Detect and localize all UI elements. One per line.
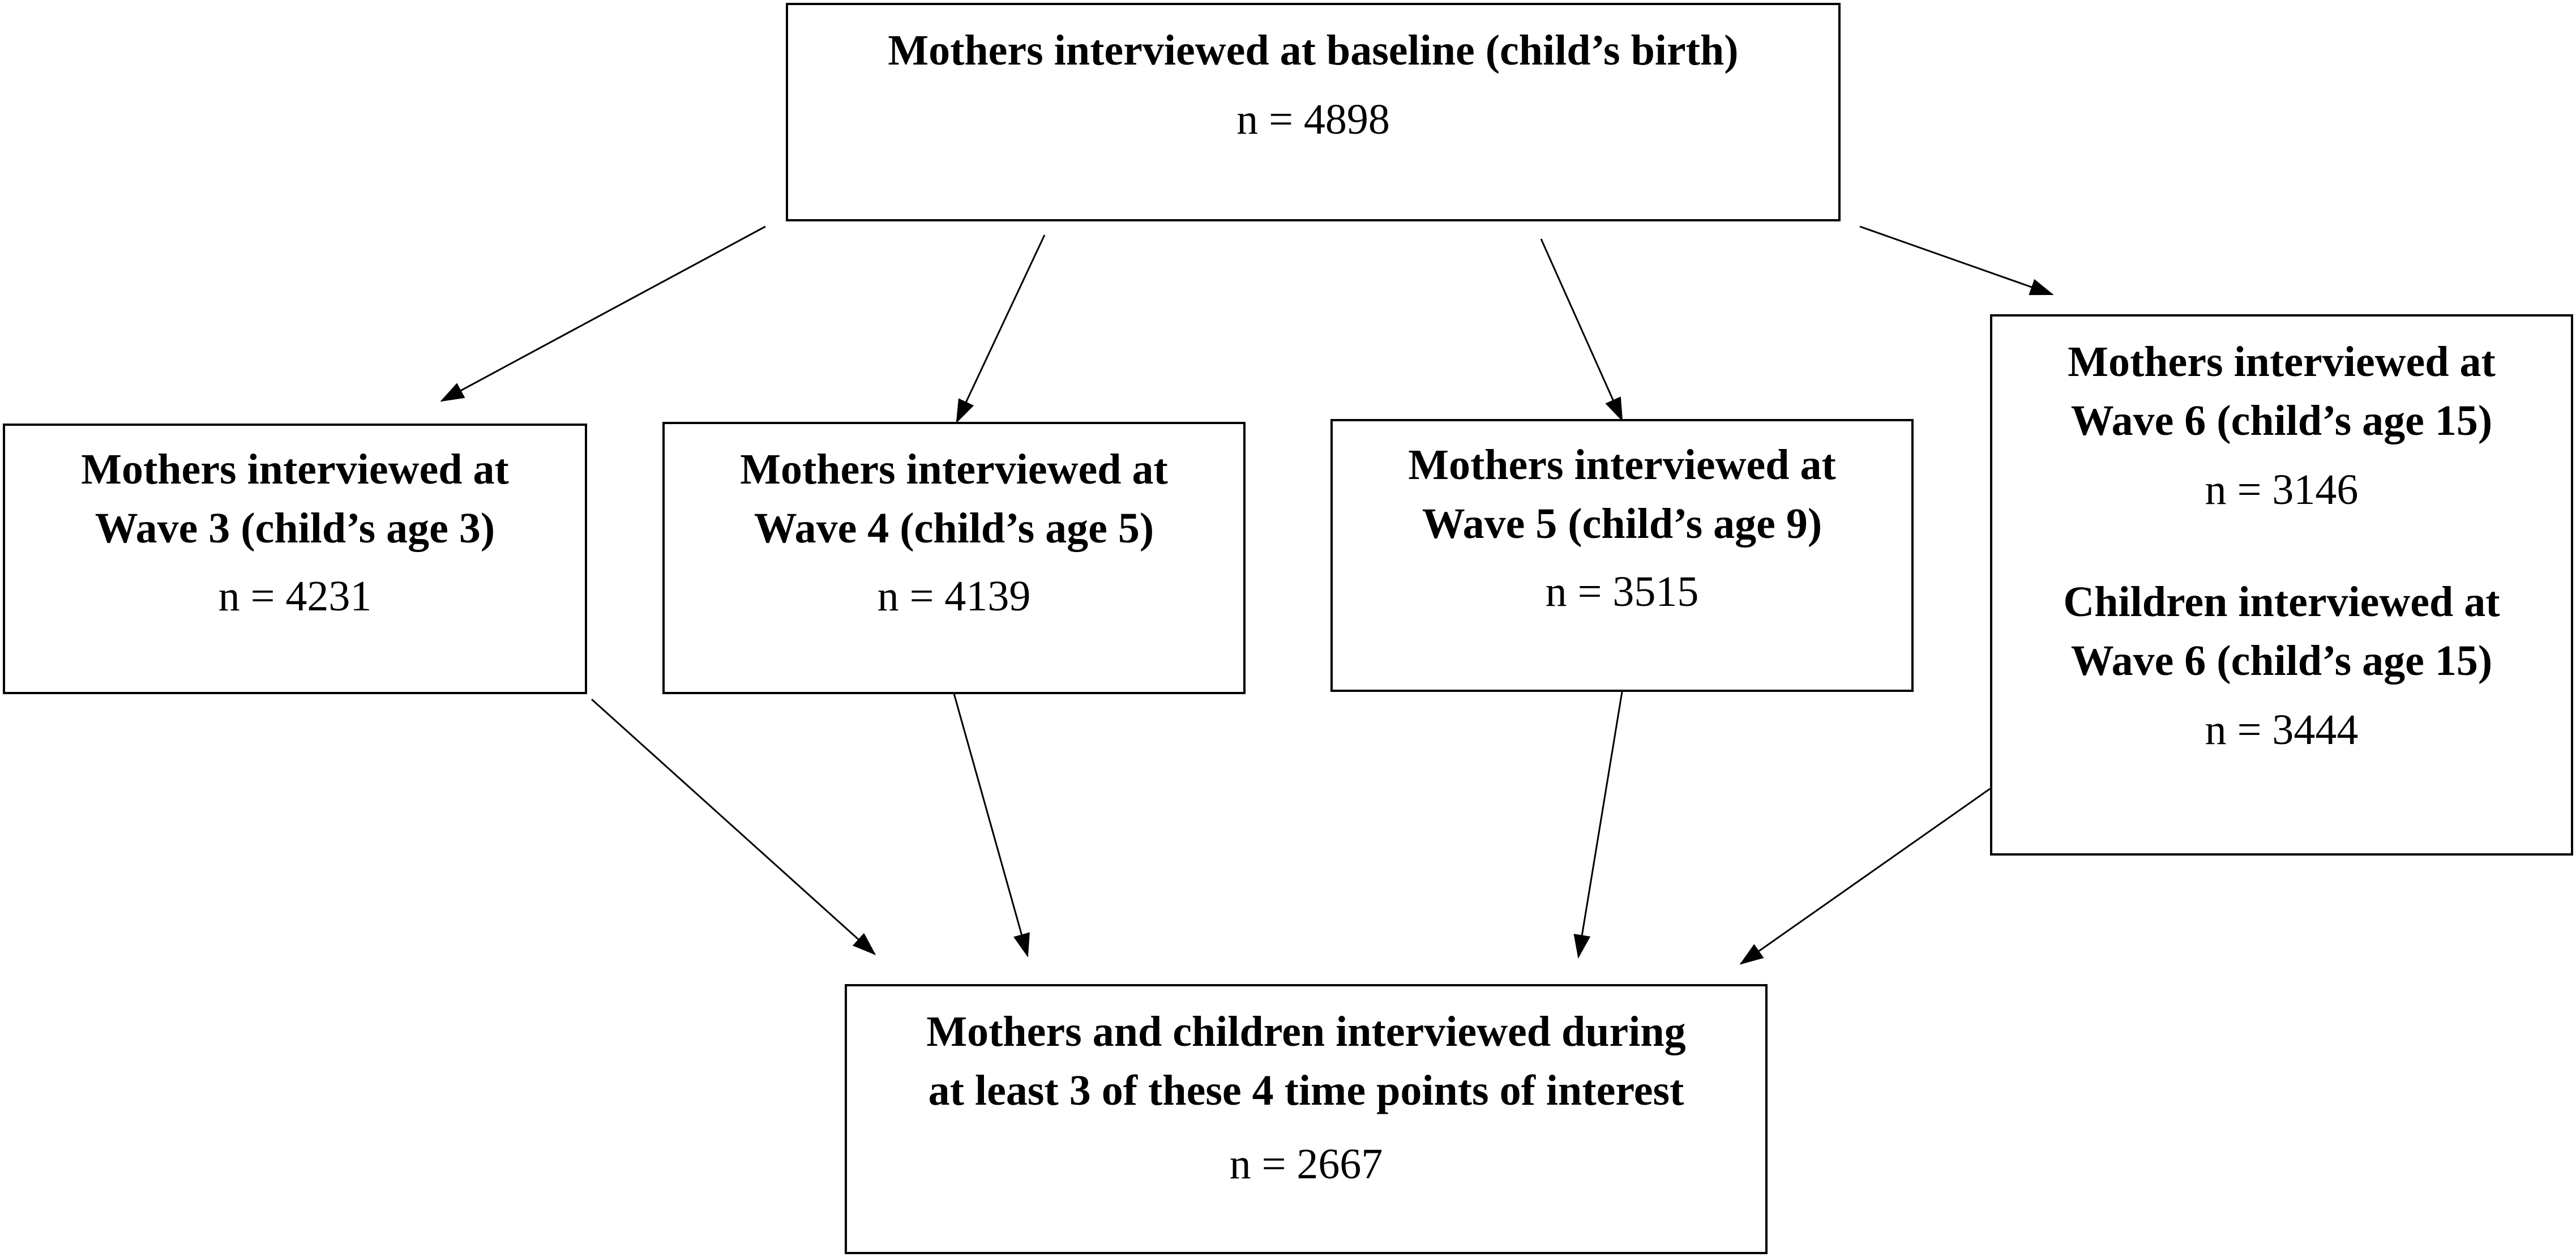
wave6-mothers-title-line-2: Wave 6 (child’s age 15) (2070, 397, 2493, 444)
wave5-title-line-2: Wave 5 (child’s age 9) (1422, 500, 1822, 548)
final-title-line-2: at least 3 of these 4 time points of int… (928, 1067, 1684, 1114)
final-count: n = 2667 (1229, 1140, 1383, 1188)
wave6-mothers-count: n = 3146 (2205, 466, 2359, 514)
wave3-box: Mothers interviewed at Wave 3 (child’s a… (3, 424, 587, 694)
wave5-box: Mothers interviewed at Wave 5 (child’s a… (1330, 419, 1914, 692)
wave6-mothers-title-line-1: Mothers interviewed at (2068, 338, 2496, 386)
arrow-wave5-to-final (1573, 691, 1623, 959)
wave6-children-count: n = 3444 (2205, 706, 2359, 754)
arrow-baseline-to-wave5 (1540, 238, 1623, 422)
wave6-box: Mothers interviewed at Wave 6 (child’s a… (1990, 314, 2573, 856)
baseline-title: Mothers interviewed at baseline (child’s… (888, 27, 1739, 74)
baseline-count: n = 4898 (1236, 96, 1390, 143)
wave5-count: n = 3515 (1545, 568, 1699, 615)
wave3-count: n = 4231 (218, 572, 372, 620)
wave3-title-line-2: Wave 3 (child’s age 3) (95, 504, 495, 552)
wave4-title-line-1: Mothers interviewed at (740, 446, 1168, 493)
final-box: Mothers and children interviewed during … (845, 984, 1768, 1254)
wave5-title-line-1: Mothers interviewed at (1408, 441, 1836, 489)
arrow-baseline-to-wave4 (956, 234, 1046, 424)
wave4-count: n = 4139 (877, 572, 1031, 620)
baseline-box: Mothers interviewed at baseline (child’s… (786, 3, 1841, 221)
arrow-baseline-to-wave6 (1859, 225, 2054, 296)
arrow-wave3-to-final (590, 698, 876, 956)
wave4-title-line-2: Wave 4 (child’s age 5) (754, 504, 1154, 552)
wave3-title-line-1: Mothers interviewed at (81, 446, 509, 493)
wave4-box: Mothers interviewed at Wave 4 (child’s a… (662, 422, 1246, 694)
arrow-wave6-to-final (1739, 788, 1991, 965)
arrow-baseline-to-wave3 (440, 225, 766, 402)
wave6-children-title-line-2: Wave 6 (child’s age 15) (2070, 637, 2493, 685)
final-title-line-1: Mothers and children interviewed during (926, 1008, 1686, 1055)
wave6-children-title-line-1: Children interviewed at (2063, 578, 2500, 626)
arrow-wave4-to-final (953, 693, 1030, 957)
